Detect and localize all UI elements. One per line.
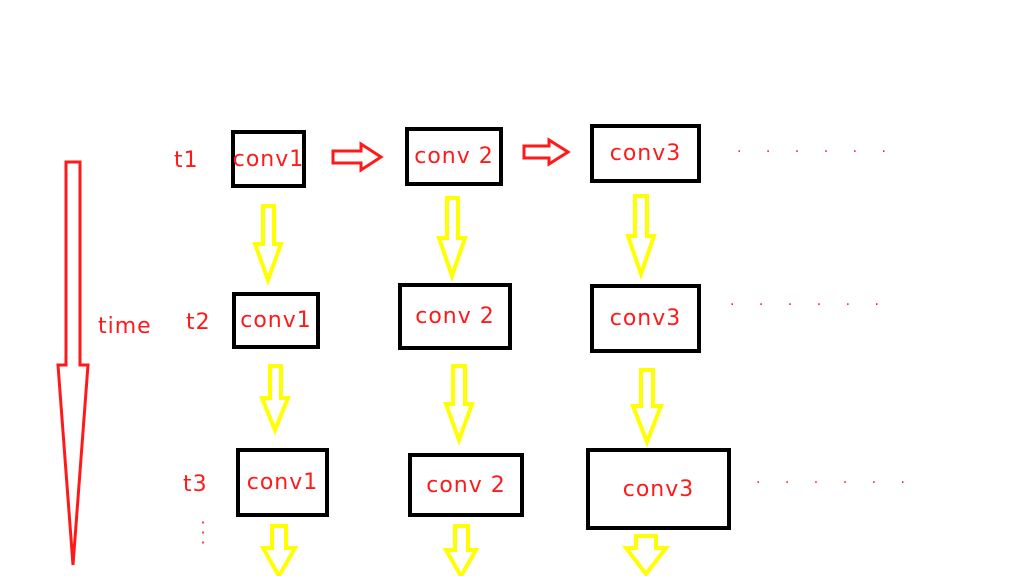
conv-box-t2-conv1: conv1 bbox=[232, 292, 320, 349]
conv-label: conv3 bbox=[622, 476, 695, 502]
arrow-down-col1-row1 bbox=[252, 204, 284, 286]
conv-label: conv 2 bbox=[415, 304, 495, 329]
conv-label: conv3 bbox=[609, 306, 682, 331]
arrow-down-col1-row3 bbox=[259, 524, 299, 576]
row-continuation-dots: ··· bbox=[200, 513, 206, 552]
continuation-dots-row2: · · · · · · bbox=[730, 297, 889, 313]
continuation-dots-row3: · · · · · · bbox=[756, 475, 915, 491]
arrow-down-col3-row1 bbox=[625, 194, 657, 281]
time-axis-label: time bbox=[98, 314, 152, 339]
conv-box-t2-conv2: conv 2 bbox=[398, 283, 512, 350]
row-label-t2: t2 bbox=[186, 310, 211, 335]
conv-box-t1-conv2: conv 2 bbox=[405, 127, 503, 186]
conv-box-t1-conv1: conv1 bbox=[231, 130, 306, 188]
conv-label: conv1 bbox=[246, 470, 319, 495]
conv-box-t3-conv3: conv3 bbox=[586, 448, 731, 530]
conv-label: conv3 bbox=[609, 141, 682, 166]
arrow-down-col2-row1 bbox=[436, 196, 468, 283]
time-arrow bbox=[56, 160, 90, 566]
arrow-down-col3-row3 bbox=[621, 534, 671, 576]
conv-box-t3-conv1: conv1 bbox=[236, 448, 329, 517]
arrow-conv1-to-conv2 bbox=[331, 141, 384, 173]
continuation-dots-row1: · · · · · · bbox=[737, 144, 896, 160]
arrow-down-col2-row3 bbox=[442, 524, 480, 576]
arrow-down-col1-row2 bbox=[259, 364, 291, 436]
arrow-down-col2-row2 bbox=[443, 364, 475, 446]
row-label-t1: t1 bbox=[174, 148, 199, 173]
row-label-t3: t3 bbox=[183, 472, 208, 497]
conv-box-t2-conv3: conv3 bbox=[590, 284, 701, 353]
conv-box-t3-conv2: conv 2 bbox=[408, 453, 524, 517]
conv-box-t1-conv3: conv3 bbox=[590, 124, 701, 183]
conv-label: conv 2 bbox=[414, 144, 494, 169]
conv-label: conv1 bbox=[240, 308, 312, 333]
conv-label: conv1 bbox=[232, 146, 305, 172]
conv-label: conv 2 bbox=[426, 472, 506, 498]
arrow-down-col3-row2 bbox=[630, 368, 664, 448]
arrow-conv2-to-conv3 bbox=[522, 137, 571, 167]
